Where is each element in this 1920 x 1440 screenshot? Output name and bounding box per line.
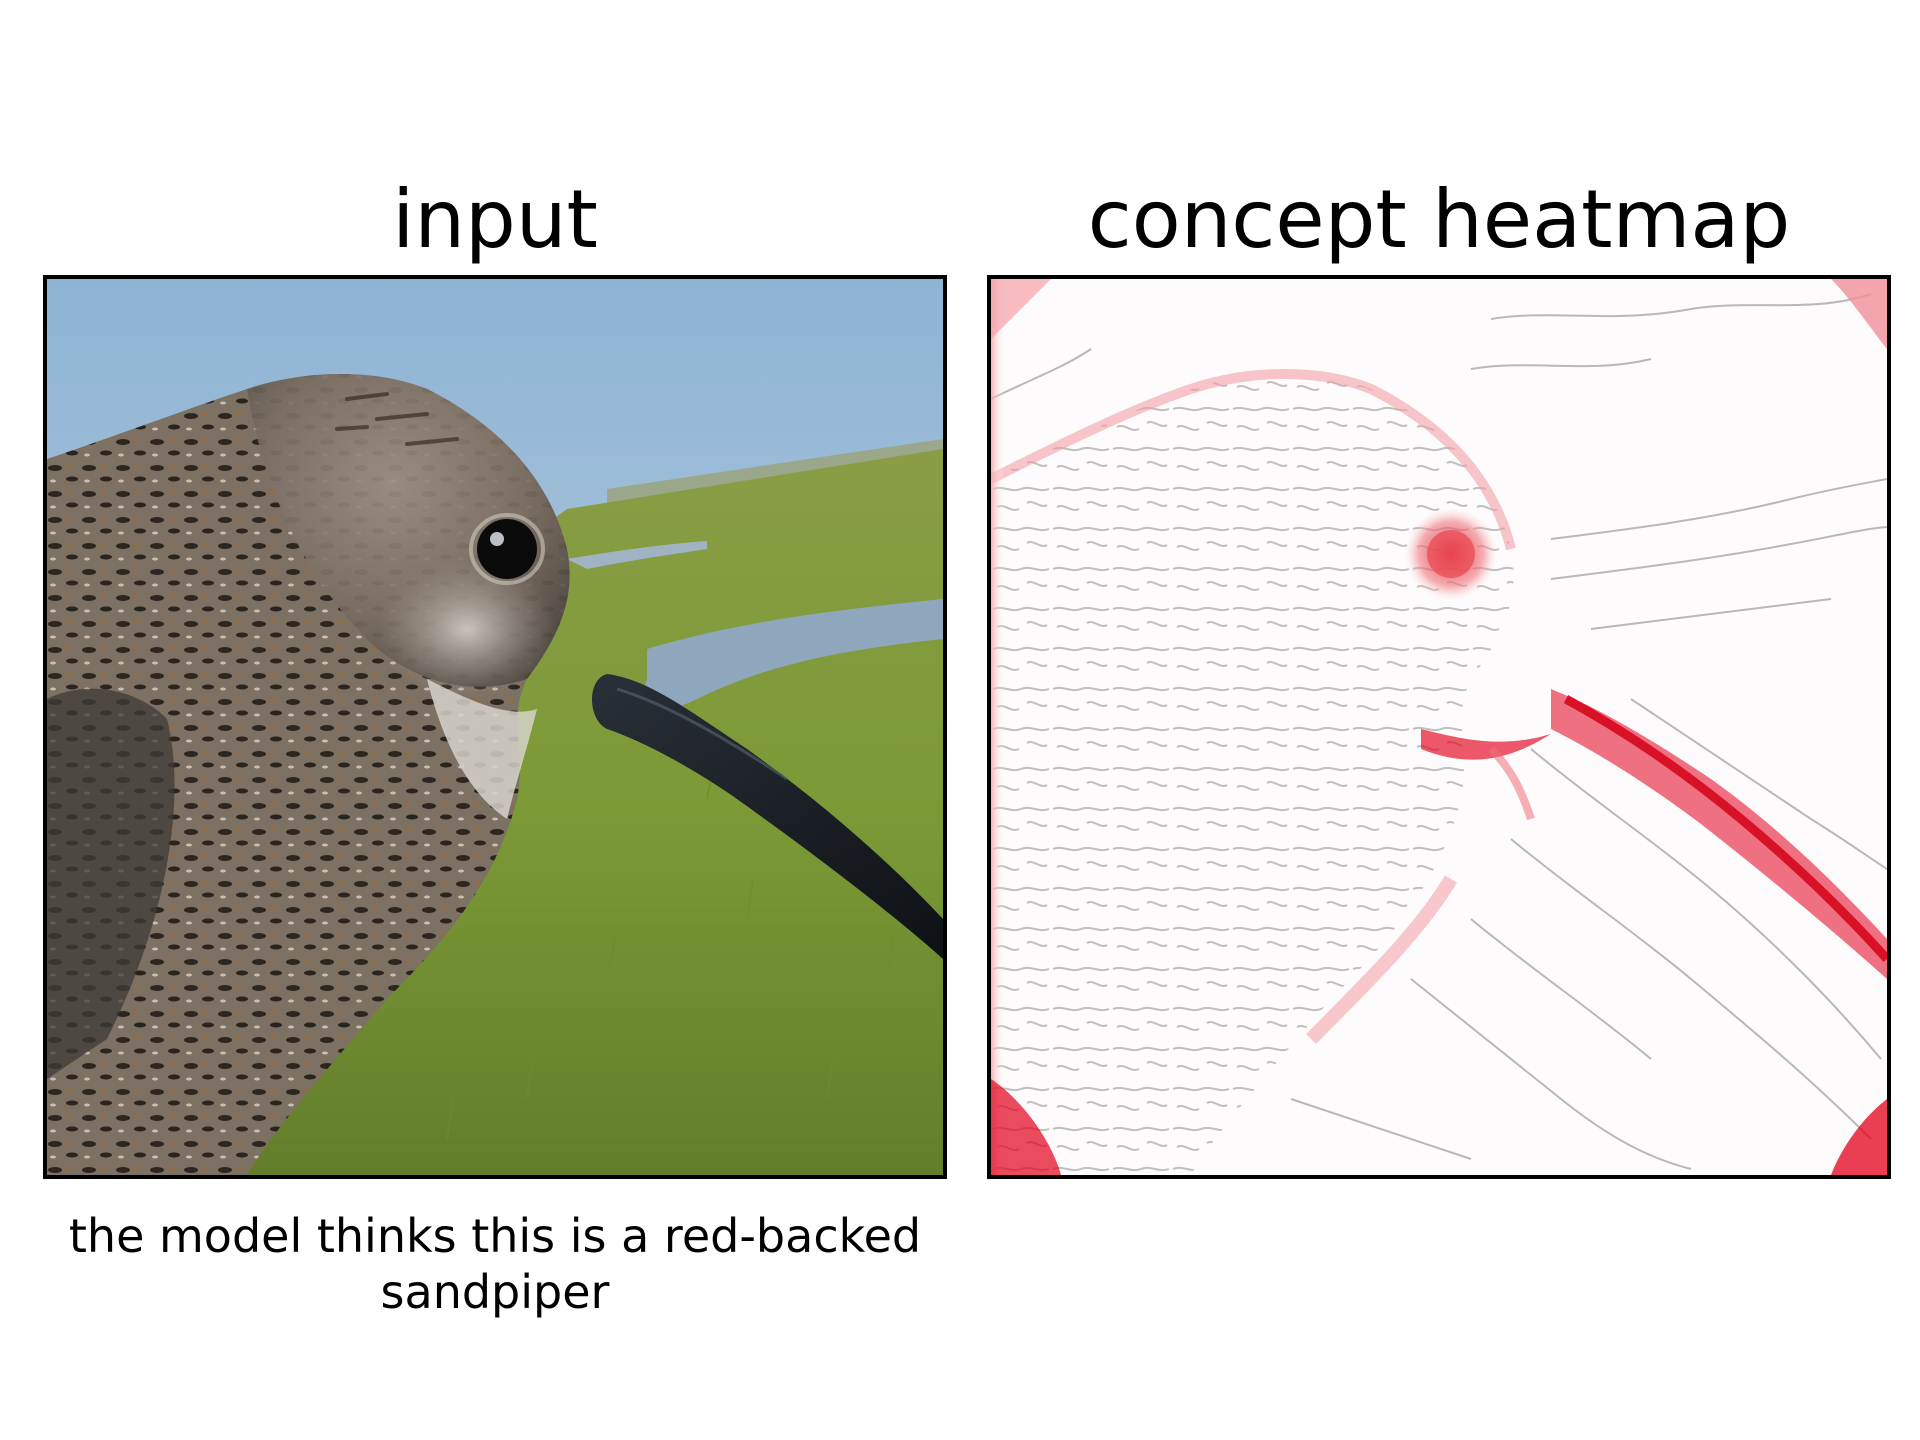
sandpiper-photo [47,279,943,1175]
prediction-caption: the model thinks this is a red-backed sa… [0,1208,990,1320]
input-panel-title: input [392,173,598,266]
concept-heatmap-overlay [991,279,1887,1175]
heatmap-image-frame [987,275,1891,1179]
heatmap-panel-title: concept heatmap [1087,173,1791,266]
input-image-frame [43,275,947,1179]
prediction-caption-line-1: the model thinks this is a red-backed [68,1209,922,1263]
prediction-caption-line-2: sandpiper [380,1265,610,1319]
